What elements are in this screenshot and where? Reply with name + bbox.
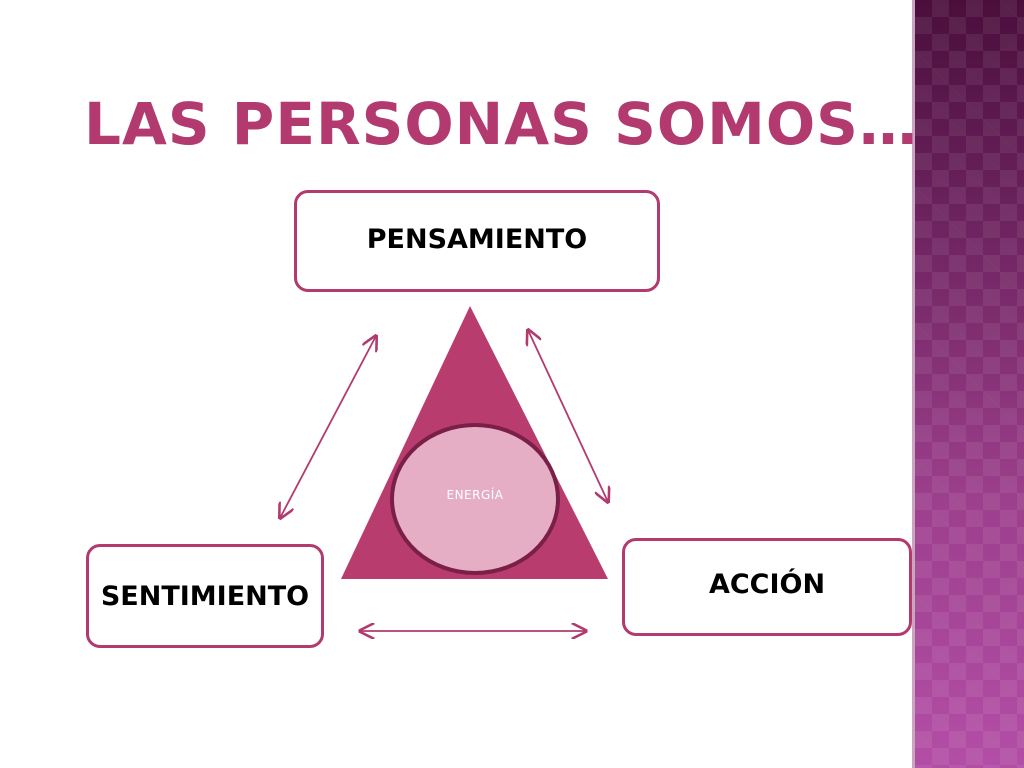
- slide-title: LAS PERSONAS SOMOS…: [84, 90, 918, 158]
- connector-pensamiento-accion: [528, 330, 608, 502]
- energy-label: ENERGÍA: [446, 488, 504, 502]
- node-accion: ACCIÓN: [622, 538, 912, 636]
- connector-sentimiento-pensamiento: [280, 336, 376, 518]
- decorative-side-band: [912, 0, 1024, 768]
- node-pensamiento: PENSAMIENTO: [294, 190, 660, 292]
- node-sentimiento: SENTIMIENTO: [86, 544, 324, 648]
